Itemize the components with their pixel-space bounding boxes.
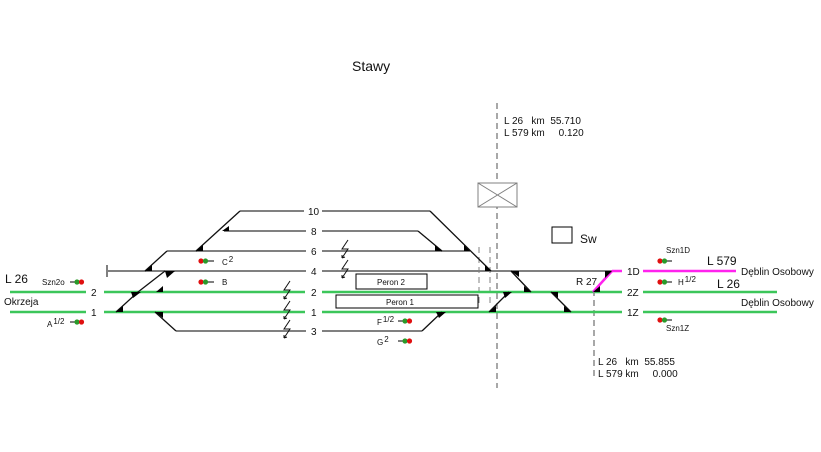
km-top-line2: L 579 km 0.120: [504, 128, 584, 139]
track-3-label: 3: [311, 327, 317, 338]
track-4-label: 4: [311, 267, 317, 278]
km-bottom-line2: L 579 km 0.000: [598, 369, 678, 380]
track-1D-label: 1D: [627, 267, 640, 278]
platform-2-label: Peron 2: [377, 278, 406, 287]
signal-Szn1D-label: Szn1D: [666, 246, 690, 255]
km-top-line1: L 26 km 55.710: [504, 116, 581, 127]
signal-Szn1Z[interactable]: [657, 317, 672, 323]
signal-A-label: A1/2: [47, 317, 65, 329]
right-direction-upper-label: Dęblin Osobowy: [741, 267, 814, 278]
signal-B-label: B: [222, 278, 227, 287]
track-2-label: 2: [311, 288, 317, 299]
station-title: Stawy: [352, 58, 390, 74]
right-line579-label: L 579: [707, 254, 737, 268]
section-break-icon: [341, 259, 349, 279]
track-2Z-label: 2Z: [627, 288, 639, 299]
section-break-icon: [341, 239, 349, 259]
signal-box-label: Sw: [580, 232, 597, 246]
platform-2: [355, 273, 428, 290]
signal-G[interactable]: [398, 338, 413, 344]
section-break-icon: [283, 300, 291, 320]
left-line-label: L 26: [5, 272, 28, 286]
platform-1: [335, 294, 479, 309]
switch-R27-crossover: [592, 270, 613, 293]
track-1Z-label: 1Z: [627, 308, 639, 319]
signal-Szn1Z-label: Szn1Z: [666, 324, 689, 333]
signal-B[interactable]: [198, 279, 214, 285]
switch-points: [116, 226, 612, 318]
signal-box-icon: [551, 226, 573, 244]
km-bottom-line1: L 26 km 55.855: [598, 357, 675, 368]
track-2-left-label: 2: [91, 288, 97, 299]
track-1-label: 1: [311, 308, 317, 319]
track-10-label: 10: [308, 207, 320, 218]
signal-F-label: F1/2: [377, 315, 395, 327]
right-line26-label: L 26: [717, 277, 740, 291]
section-break-icons: [283, 239, 349, 339]
track-1-left-label: 1: [91, 308, 97, 319]
left-direction-label: Okrzeja: [4, 297, 39, 308]
signal-Szn2o-label: Szn2o: [42, 278, 65, 287]
platform-1-label: Peron 1: [386, 298, 415, 307]
signal-F[interactable]: [398, 318, 413, 324]
right-direction-lower-label: Dęblin Osobowy: [741, 298, 814, 309]
signal-A[interactable]: [70, 319, 85, 325]
signal-H-label: H1/2: [678, 275, 696, 287]
signal-Szn1D[interactable]: [657, 258, 672, 264]
signal-C-label: C2: [222, 255, 234, 267]
section-break-icon: [283, 319, 291, 339]
section-break-icon: [283, 280, 291, 300]
signal-H[interactable]: [657, 279, 672, 285]
switch-R27-label: R 27: [576, 277, 598, 288]
level-crossing-icon: [477, 182, 518, 208]
signal-G-label: G2: [377, 335, 389, 347]
track-6-label: 6: [311, 247, 317, 258]
signal-C[interactable]: [198, 258, 214, 264]
track-8-label: 8: [311, 227, 317, 238]
signal-Szn2o[interactable]: [70, 279, 85, 285]
